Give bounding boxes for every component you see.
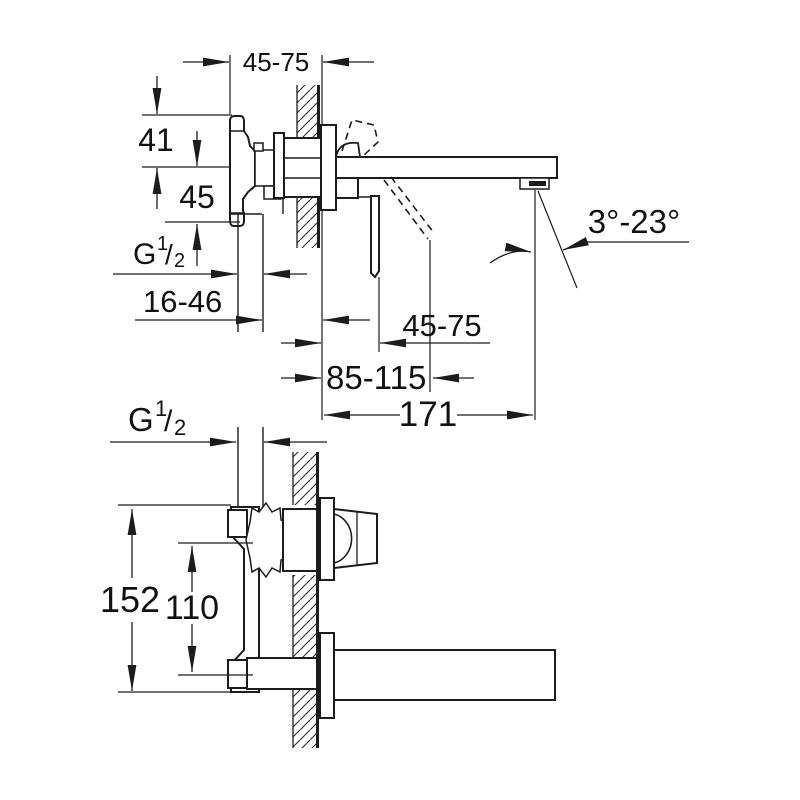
dim-thread-lower: G 1 / 2 [110,386,327,447]
wall-escutcheon [320,124,337,211]
dim-depth-range: 45-75 [183,47,374,124]
valve-stem [254,149,275,187]
stream-angled-line [537,190,578,289]
lever-tilt-limit-a [383,179,429,240]
dim-45-label: 45 [179,179,215,215]
projection-label: 171 [399,395,457,434]
thread-nut-top [227,509,248,538]
recess-range-label: 16-46 [143,284,222,319]
dim-bracket-height: 152 [100,504,238,693]
dim-thread-upper: G 1 / 2 [113,224,307,279]
valve-cylinder [282,508,318,572]
body-through-wall [283,137,323,198]
wall-section-upper [296,85,320,248]
spout-supply-pipe [246,657,318,690]
spout [335,156,558,179]
spout-escutcheon [319,632,335,719]
lever-collar [335,177,359,199]
thread-nut-bottom [227,659,248,689]
dim-41: 41 [138,76,232,209]
bracket-height-label: 152 [100,579,160,620]
serrated-backnut [245,501,287,579]
dim-lever-reach: 85-115 [281,359,474,396]
dim-lever-range: 45-75 [281,308,490,348]
thread-label-lower: G 1 / 2 [128,386,186,440]
dim-41-label: 41 [138,122,174,158]
depth-range-label: 45-75 [243,47,310,77]
plan-view: G 1 / 2 152 110 [100,386,556,748]
handle-escutcheon [319,497,335,581]
side-view: 3°-23° 45-75 41 45 [113,47,689,434]
spout-plan [333,649,556,701]
mounting-flange [229,115,256,227]
lever-tilt-limit-b [390,176,435,234]
lever-reach-label: 85-115 [326,359,426,396]
lever-down-position [370,195,380,279]
handle-knob [333,507,378,570]
spout-angle-callout: 3°-23° [489,190,689,420]
lever-range-label: 45-75 [402,308,481,343]
wall-section-lower [292,452,319,748]
dim-45: 45 [165,131,240,266]
aerator [519,177,550,190]
body-plate [273,132,285,199]
port-spacing-label: 110 [165,589,219,627]
thread-label-upper: G 1 / 2 [133,224,185,272]
dim-port-spacing: 110 [165,542,253,676]
lever-raised-position [341,119,379,157]
mounting-bracket [227,501,318,693]
cartridge-dome [335,141,361,158]
dim-recess-range: 16-46 [135,284,370,325]
angle-range-label: 3°-23° [588,203,680,240]
dim-projection: 171 [324,395,533,434]
